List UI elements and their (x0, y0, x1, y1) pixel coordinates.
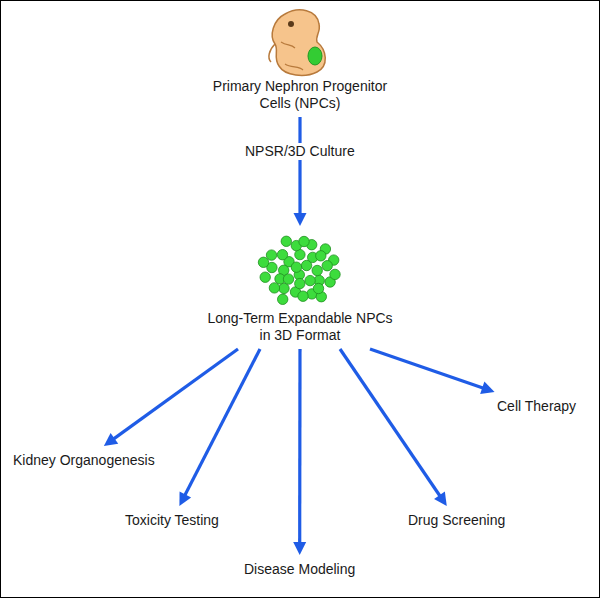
application-label: Disease Modeling (244, 561, 355, 578)
flow-arrow (340, 349, 447, 506)
node-text: Long-Term Expandable NPCs in 3D Format (205, 310, 395, 344)
flow-arrow (370, 349, 495, 394)
cell (299, 236, 309, 246)
cell (298, 291, 308, 301)
cell (291, 262, 301, 272)
stage-node: Primary Nephron Progenitor Cells (NPCs) (210, 6, 390, 112)
arrow-shaft (298, 117, 301, 216)
edge-label: NPSR/3D Culture (242, 143, 358, 160)
cell (281, 236, 291, 246)
node-text: Kidney Organogenesis (13, 452, 155, 469)
cell-cluster-illustration (255, 232, 345, 310)
arrowhead (480, 382, 494, 394)
flow-arrow (294, 117, 307, 226)
kidney-region (308, 47, 322, 65)
flow-arrow (293, 349, 306, 555)
stage-node: Long-Term Expandable NPCs in 3D Format (205, 232, 395, 344)
embryo-eye (288, 21, 294, 27)
arrow-shaft (184, 349, 260, 497)
arrow-shaft (298, 349, 302, 545)
cell (305, 275, 315, 285)
cell (313, 283, 323, 293)
embryo-body (272, 10, 325, 75)
application-label: Drug Screening (408, 512, 505, 529)
arrowhead (104, 433, 118, 446)
node-text: Primary Nephron Progenitor Cells (NPCs) (210, 78, 390, 112)
node-text: Cell Therapy (497, 398, 576, 415)
cell (316, 251, 326, 261)
cell (330, 269, 340, 279)
node-text: Disease Modeling (244, 561, 355, 578)
cell (312, 265, 322, 275)
embryo-illustration (255, 6, 345, 78)
application-label: Cell Therapy (497, 398, 576, 415)
cell (283, 274, 293, 284)
arrow-shaft (370, 349, 485, 389)
arrow-shaft (340, 349, 441, 498)
node-text: Drug Screening (408, 512, 505, 529)
application-label: Toxicity Testing (125, 512, 219, 529)
cell (260, 272, 270, 282)
cell (277, 250, 287, 260)
arrowhead (294, 213, 307, 226)
arrowhead (434, 492, 447, 506)
arrowhead (179, 491, 191, 506)
embryo-tail (269, 44, 275, 62)
arrowhead (293, 542, 306, 555)
embryo-limb (285, 64, 303, 70)
embryo-limb (281, 42, 295, 48)
flow-arrow (179, 349, 260, 506)
cell (279, 283, 289, 293)
cell (322, 261, 332, 271)
application-label: Kidney Organogenesis (13, 452, 155, 469)
node-text: Toxicity Testing (125, 512, 219, 529)
cell (269, 283, 279, 293)
cell (266, 250, 276, 260)
cell (258, 257, 268, 267)
cell (295, 278, 305, 288)
cell (278, 294, 288, 304)
